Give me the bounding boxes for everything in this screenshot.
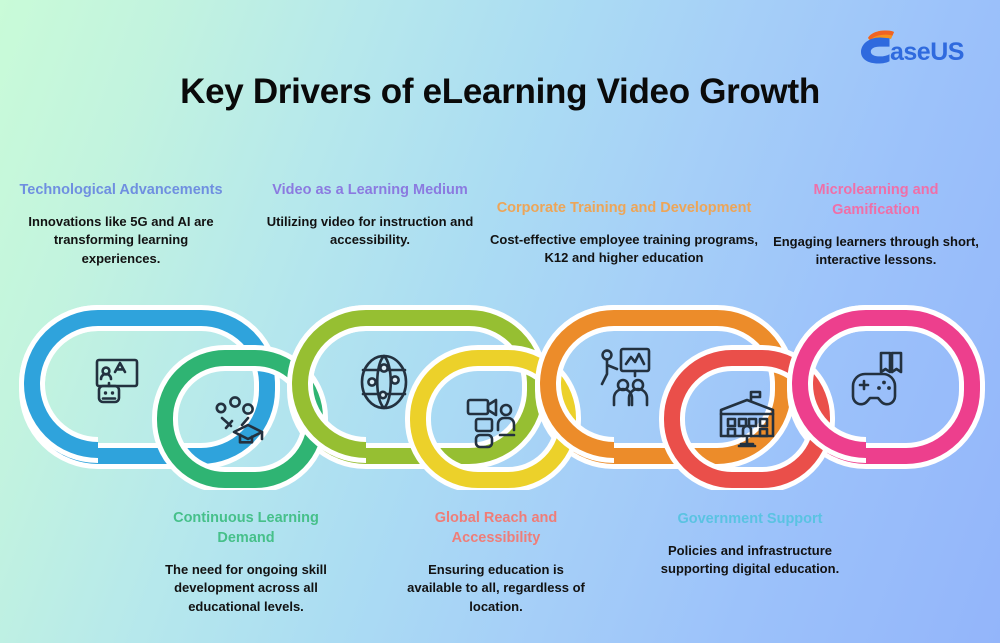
people-graduation-cap-icon	[208, 388, 272, 452]
chain-links-svg	[18, 305, 985, 490]
driver-body: Engaging learners through short, interac…	[773, 234, 979, 268]
video-camera-learner-icon	[462, 388, 526, 452]
chain-graphic	[0, 300, 1000, 490]
chain-weave-overlaps	[18, 305, 867, 463]
driver-heading: Global Reach and Accessibility	[434, 510, 558, 546]
driver-heading: Technological Advancements	[19, 182, 223, 198]
driver-caption-corporate-training-and-development: Corporate Training and Development Cost-…	[478, 198, 770, 268]
driver-caption-microlearning-and-gamification: Microlearning and Gamification Engaging …	[770, 180, 982, 270]
ai-translate-robot-icon	[85, 350, 149, 414]
easeus-logo-icon: aseUS	[861, 30, 964, 64]
svg-text:aseUS: aseUS	[890, 38, 964, 64]
driver-caption-global-reach-and-accessibility: Global Reach and Accessibility Ensuring …	[402, 508, 590, 616]
driver-caption-video-as-a-learning-medium: Video as a Learning Medium Utilizing vid…	[264, 180, 476, 250]
driver-caption-government-support: Government Support Policies and infrastr…	[655, 509, 845, 579]
globe-network-icon	[352, 350, 416, 414]
driver-heading: Microlearning and Gamification	[813, 182, 939, 218]
driver-heading: Video as a Learning Medium	[272, 182, 468, 198]
driver-body: Cost-effective employee training program…	[489, 232, 758, 266]
driver-heading: Continuous Learning Demand	[173, 510, 319, 546]
driver-caption-continuous-learning-demand: Continuous Learning Demand The need for …	[155, 508, 337, 616]
driver-body: Ensuring education is available to all, …	[407, 562, 585, 614]
driver-body: Utilizing video for instruction and acce…	[266, 214, 474, 248]
driver-caption-technological-advancements: Technological Advancements Innovations l…	[17, 180, 225, 268]
government-building-icon	[715, 388, 779, 452]
driver-heading: Corporate Training and Development	[496, 200, 752, 216]
driver-body: The need for ongoing skill development a…	[165, 562, 327, 614]
game-controller-book-icon	[845, 348, 909, 412]
trainer-presentation-icon	[595, 345, 659, 409]
easeus-logo[interactable]: aseUS	[858, 30, 978, 64]
driver-body: Innovations like 5G and AI are transform…	[28, 214, 214, 266]
driver-heading: Government Support	[677, 511, 823, 527]
driver-body: Policies and infrastructure supporting d…	[660, 543, 840, 577]
page-title: Key Drivers of eLearning Video Growth	[180, 72, 820, 111]
